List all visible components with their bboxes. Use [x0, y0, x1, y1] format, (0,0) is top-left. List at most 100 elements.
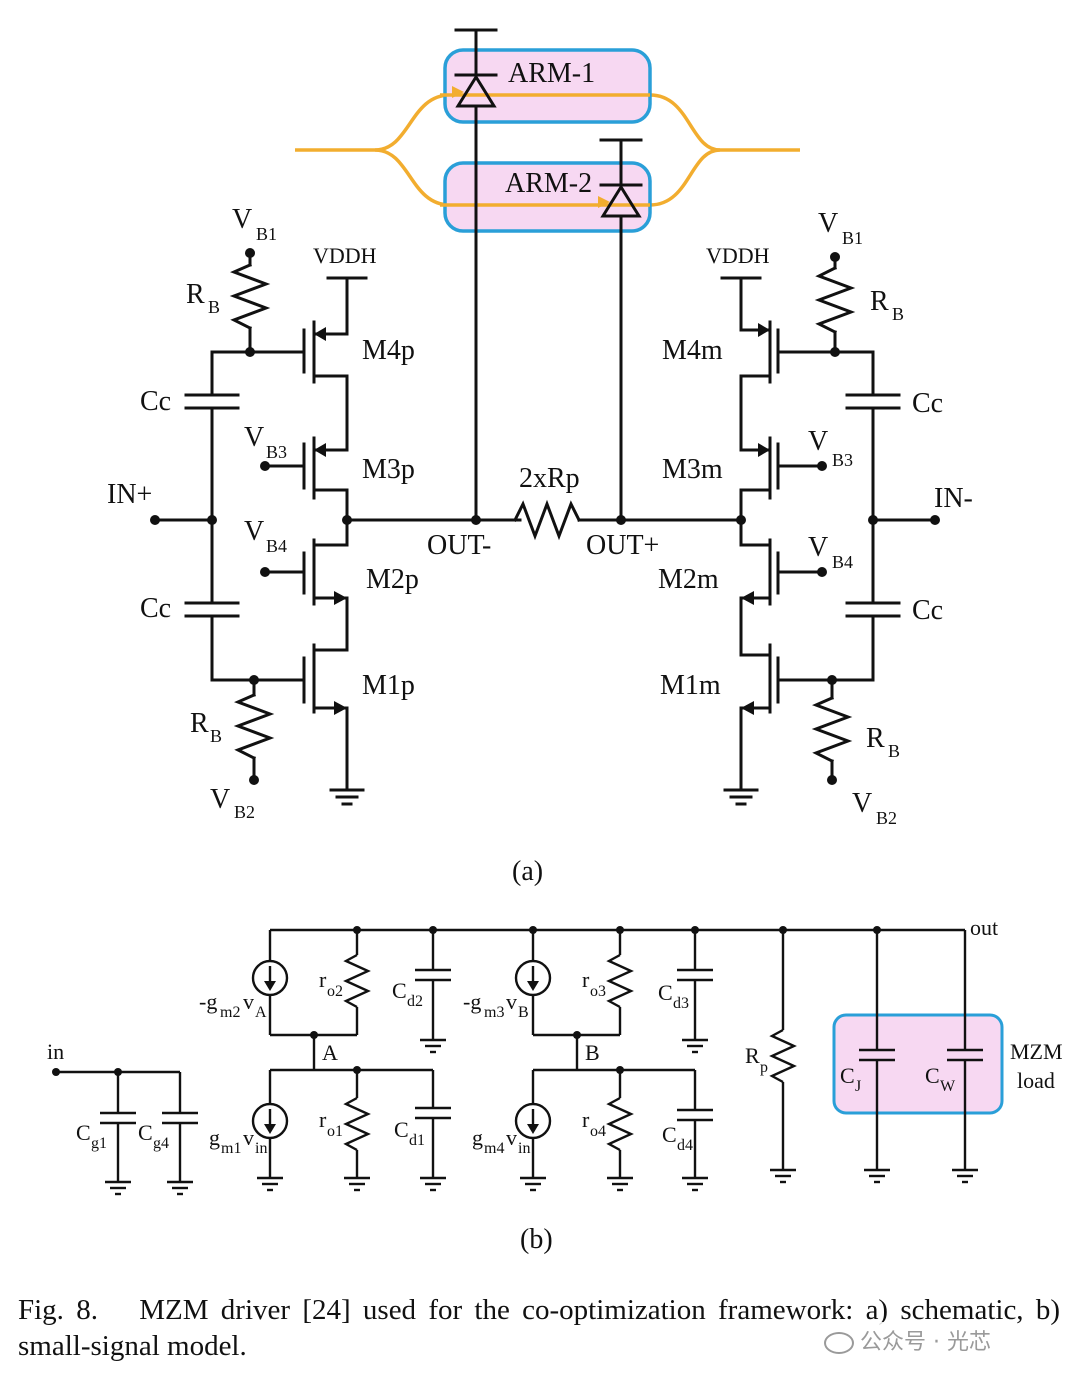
out-plus-label: OUT+ [586, 530, 659, 561]
cg1-sub: g1 [91, 1135, 107, 1152]
right-m3-label: M3m [662, 454, 723, 485]
in-plus-label: IN+ [107, 479, 152, 510]
small-signal-model-part-b: out in C g1 C g4 -g [47, 915, 1063, 1255]
gm4-vsub: in [518, 1140, 530, 1157]
right-m4-label: M4m [662, 335, 723, 366]
gm2-label: -g [199, 989, 217, 1014]
gm4-label: g [472, 1125, 483, 1150]
arm2-diode [599, 138, 643, 522]
arm2-label: ARM-2 [505, 168, 592, 199]
right-vb1-label: V [818, 208, 838, 239]
left-rb-top-sub: B [208, 297, 220, 317]
gm2-sub: m2 [220, 1004, 240, 1021]
right-m1-label: M1m [660, 670, 721, 701]
right-driver [720, 252, 940, 806]
left-m2-label: M2p [366, 564, 419, 595]
cj-label: C [840, 1063, 855, 1088]
mzm-load-label-1: MZM [1010, 1039, 1063, 1064]
part-a-label: (a) [512, 856, 543, 887]
right-vb4-label: V [808, 532, 828, 563]
cd1-sub: d1 [409, 1132, 425, 1149]
arm2-box [443, 161, 652, 233]
left-vb2-label: V [210, 784, 230, 815]
cd4-sub: d4 [677, 1137, 693, 1154]
cj-sub: J [855, 1078, 861, 1095]
cd4-label: C [662, 1122, 677, 1147]
left-rb-top-label: R [186, 279, 205, 310]
model-in-label: in [47, 1039, 64, 1064]
right-m2-label: M2m [658, 564, 719, 595]
right-cc-bot-label: Cc [912, 595, 943, 626]
left-vb3-sub: B3 [266, 442, 287, 462]
gm3-label: -g [463, 989, 481, 1014]
in-minus-label: IN- [934, 483, 973, 514]
gm4-v: v [506, 1125, 517, 1150]
cd2-label: C [392, 978, 407, 1003]
left-driver [150, 248, 522, 806]
right-cc-top-label: Cc [912, 388, 943, 419]
ro4-label: r [582, 1107, 590, 1132]
arm1-box [443, 48, 652, 124]
left-vb4-sub: B4 [266, 536, 287, 556]
cg1-label: C [76, 1120, 91, 1145]
left-cc-top-label: Cc [140, 386, 171, 417]
cg4-label: C [138, 1120, 153, 1145]
rp-model-label: R [745, 1043, 760, 1068]
cw-label: C [925, 1063, 940, 1088]
left-vb4-label: V [244, 516, 264, 547]
ro4-sub: o4 [590, 1123, 606, 1140]
cd3-label: C [658, 980, 673, 1005]
right-rb-top-label: R [870, 286, 889, 317]
cg4-sub: g4 [153, 1135, 169, 1152]
left-rb-bot-label: R [190, 708, 209, 739]
ro1-label: r [319, 1107, 327, 1132]
left-m3-label: M3p [362, 454, 415, 485]
left-vb1-sub: B1 [256, 224, 277, 244]
cd1-label: C [394, 1117, 409, 1142]
left-cc-bot-label: Cc [140, 593, 171, 624]
gm2-vsub: A [255, 1004, 267, 1021]
node-a-label: A [322, 1040, 338, 1065]
right-vb3-sub: B3 [832, 450, 853, 470]
node-b-label: B [585, 1040, 600, 1065]
gm1-vsub: in [255, 1140, 267, 1157]
mzm-load-box [832, 1013, 1004, 1115]
ro2-sub: o2 [327, 983, 343, 1000]
gm2-v: v [243, 989, 254, 1014]
mzm-load-label-2: load [1017, 1068, 1055, 1093]
ro3-label: r [582, 967, 590, 992]
right-vb2-label: V [852, 788, 872, 819]
right-vb1-sub: B1 [842, 228, 863, 248]
watermark-text: 公众号 · 光芯 [860, 1330, 991, 1355]
arm1-label: ARM-1 [508, 58, 595, 89]
left-rb-bot-sub: B [210, 726, 222, 746]
cw-sub: W [940, 1078, 956, 1095]
right-rb-bot-label: R [866, 723, 885, 754]
part-b-label: (b) [520, 1224, 553, 1255]
gm3-vsub: B [518, 1004, 529, 1021]
schematic-part-a: ARM-1 ARM-2 [107, 28, 973, 887]
right-vb4-sub: B4 [832, 552, 853, 572]
left-vb1-label: V [232, 204, 252, 235]
ro2-label: r [319, 967, 327, 992]
gm1-sub: m1 [221, 1140, 241, 1157]
left-m4-label: M4p [362, 335, 415, 366]
cd3-sub: d3 [673, 995, 689, 1012]
rp-model-sub: p [760, 1059, 768, 1076]
right-rb-top-sub: B [892, 304, 904, 324]
left-vb3-label: V [244, 422, 264, 453]
ro1-sub: o1 [327, 1123, 343, 1140]
right-vb2-sub: B2 [876, 808, 897, 828]
watermark: 公众号 · 光芯 [818, 1322, 997, 1358]
gm4-sub: m4 [484, 1140, 504, 1157]
out-minus-label: OUT- [427, 530, 491, 561]
gm3-sub: m3 [484, 1004, 504, 1021]
arm1-diode [454, 28, 498, 522]
rp-resistor [512, 499, 744, 541]
wechat-icon [824, 1332, 854, 1354]
right-vddh-label: VDDH [706, 243, 770, 268]
right-rb-bot-sub: B [888, 741, 900, 761]
rp-label: 2xRp [519, 463, 580, 494]
cd2-sub: d2 [407, 993, 423, 1010]
gm1-v: v [243, 1125, 254, 1150]
